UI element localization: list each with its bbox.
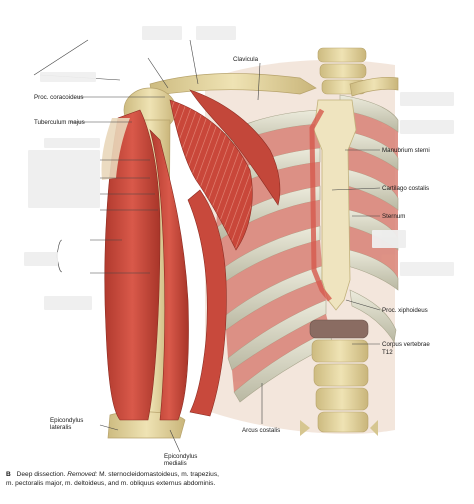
caption-removed: Removed: [67, 471, 98, 478]
label-epicondylus-medialis-line2: medialis [164, 460, 187, 467]
label-clavicula: Clavicula [233, 56, 259, 63]
label-sternum: Sternum [382, 213, 406, 220]
label-epicondylus-medialis-line1: Epicondylus [164, 453, 198, 460]
label-proc-coracoideus: Proc. coracoideus [34, 94, 84, 101]
sternum [309, 99, 357, 311]
label-manubrium-sterni: Manubrium sterni [382, 147, 430, 154]
label-epicondylus-lateralis-line2: lateralis [50, 424, 72, 431]
label-tuberculum-majus: Tuberculum majus [34, 119, 85, 126]
label-arcus-costalis: Arcus costalis [242, 427, 281, 434]
figure-caption: B Deep dissection. Removed: M. sternocle… [6, 470, 466, 488]
caption-line-1: B Deep dissection. Removed: M. sternocle… [6, 470, 466, 479]
caption-intro: Deep dissection. [16, 471, 66, 478]
label-t12: T12 [382, 349, 393, 356]
vertebral-column [300, 47, 378, 436]
label-epicondylus-medialis: Epicondylus medialis [164, 453, 197, 467]
chest-muscles [169, 89, 281, 417]
caption-line-2: m. pectoralis major, m. deltoideus, and … [6, 480, 216, 487]
arm-muscles [101, 109, 189, 421]
label-proc-xiphoideus: Proc. xiphoideus [382, 307, 428, 314]
label-corpus-vertebrae: Corpus vertebrae [382, 341, 430, 348]
caption-letter: B [6, 471, 11, 478]
label-epicondylus-lateralis-line1: Epicondylus [50, 417, 84, 424]
caption-rest: M. sternocleidomastoideus, m. trapezius, [99, 471, 219, 478]
label-epicondylus-lateralis: Epicondylus lateralis [50, 417, 83, 431]
hidden-labels [24, 26, 454, 310]
label-cartilago-costalis: Cartilago costalis [382, 185, 430, 192]
